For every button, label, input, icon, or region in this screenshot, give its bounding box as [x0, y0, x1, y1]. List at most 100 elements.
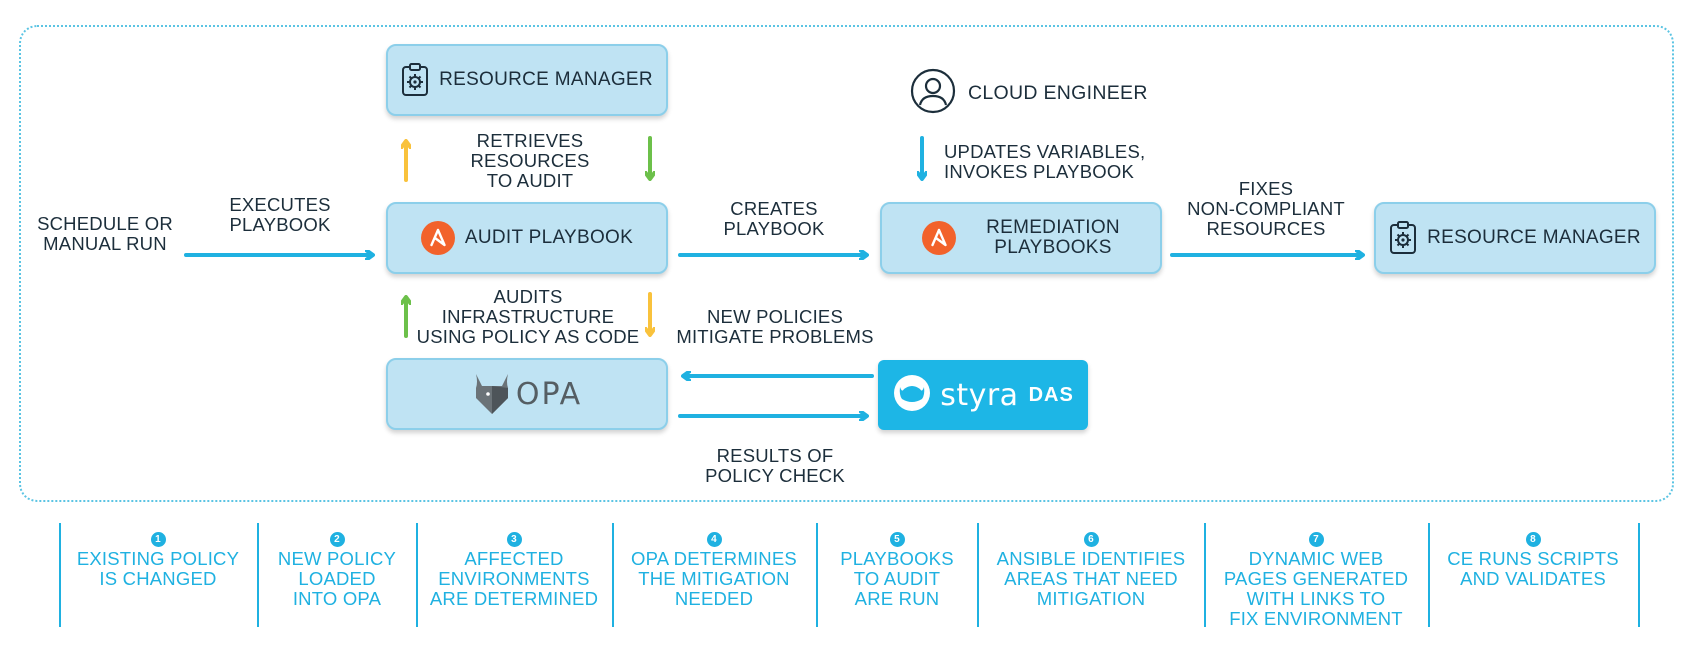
step-separator — [1638, 523, 1640, 627]
label-results: RESULTS OF POLICY CHECK — [680, 446, 870, 486]
clipboard-gear-icon — [1389, 221, 1417, 255]
step-1-line-2: IS CHANGED — [99, 568, 217, 589]
label-schedule-line-2: MANUAL RUN — [43, 233, 167, 254]
resource-manager-right-label: RESOURCE MANAGER — [1427, 227, 1641, 248]
step-separator — [977, 523, 979, 627]
label-schedule: SCHEDULE OR MANUAL RUN — [30, 214, 180, 254]
step-number-badge: 1 — [150, 532, 166, 547]
clipboard-gear-icon — [401, 63, 429, 97]
step-7-line-3: WITH LINKS TO — [1246, 588, 1386, 609]
label-retrieves-line-2: RESOURCES — [470, 150, 590, 171]
label-new-policies-line-2: MITIGATE PROBLEMS — [676, 326, 874, 347]
remediation-line-1: REMEDIATION — [986, 217, 1120, 238]
step-number-badge: 6 — [1083, 532, 1099, 547]
label-fixes-line-3: RESOURCES — [1206, 218, 1326, 239]
styra-wordmark: styra — [940, 377, 1019, 413]
person-icon — [910, 68, 956, 119]
step-6: 6 ANSIBLE IDENTIFIES AREAS THAT NEED MIT… — [981, 526, 1201, 609]
step-5: 5 PLAYBOOKS TO AUDIT ARE RUN — [820, 526, 974, 609]
resource-manager-right-box: RESOURCE MANAGER — [1374, 202, 1656, 274]
step-5-line-1: PLAYBOOKS — [840, 548, 954, 569]
label-creates-line-1: CREATES — [730, 198, 818, 219]
styra-das-box: styra DAS — [878, 360, 1088, 430]
cloud-engineer: CLOUD ENGINEER — [910, 68, 1148, 119]
step-2-line-1: NEW POLICY — [277, 548, 397, 569]
step-separator — [612, 523, 614, 627]
label-executes-line-2: PLAYBOOK — [229, 214, 331, 235]
label-fixes-line-2: NON-COMPLIANT — [1187, 198, 1345, 219]
resource-manager-top-label: RESOURCE MANAGER — [439, 69, 653, 90]
label-results-line-2: POLICY CHECK — [705, 465, 845, 486]
step-separator — [1428, 523, 1430, 627]
audit-playbook-box: AUDIT PLAYBOOK — [386, 202, 668, 274]
step-8-line-2: AND VALIDATES — [1460, 568, 1606, 589]
opa-logo-icon — [472, 372, 512, 416]
step-separator — [1204, 523, 1206, 627]
styra-logo-icon — [892, 373, 932, 418]
step-number-badge: 8 — [1525, 532, 1541, 547]
step-5-line-2: TO AUDIT — [853, 568, 941, 589]
step-1: 1 EXISTING POLICY IS CHANGED — [63, 526, 253, 589]
label-executes-line-1: EXECUTES — [229, 194, 331, 215]
ansible-logo-icon — [922, 221, 957, 255]
step-1-line-1: EXISTING POLICY — [76, 548, 240, 569]
step-8-line-1: CE RUNS SCRIPTS — [1447, 548, 1619, 569]
audit-playbook-label: AUDIT PLAYBOOK — [464, 227, 634, 248]
opa-label: OPA — [515, 376, 583, 412]
step-separator — [416, 523, 418, 627]
step-4-line-3: NEEDED — [674, 588, 754, 609]
label-retrieves-line-3: TO AUDIT — [486, 170, 574, 191]
label-creates-line-2: PLAYBOOK — [723, 218, 825, 239]
step-separator — [59, 523, 61, 627]
step-number-badge: 3 — [506, 532, 522, 547]
step-5-line-3: ARE RUN — [854, 588, 940, 609]
label-retrieves: RETRIEVES RESOURCES TO AUDIT — [440, 131, 620, 191]
remediation-line-2: PLAYBOOKS — [994, 237, 1112, 258]
step-4-line-1: OPA DETERMINES — [631, 548, 797, 569]
label-new-policies: NEW POLICIES MITIGATE PROBLEMS — [670, 307, 880, 347]
step-6-line-2: AREAS THAT NEED — [1004, 568, 1178, 589]
step-number-badge: 7 — [1308, 532, 1324, 547]
step-4-line-2: THE MITIGATION — [638, 568, 790, 589]
step-3-line-1: AFFECTED — [464, 548, 564, 569]
step-3-line-2: ENVIRONMENTS — [438, 568, 590, 589]
label-audits-line-1: AUDITS — [493, 286, 563, 307]
step-4: 4 OPA DETERMINES THE MITIGATION NEEDED — [616, 526, 812, 609]
ansible-logo-icon — [420, 221, 455, 255]
step-3-line-3: ARE DETERMINED — [429, 588, 599, 609]
label-results-line-1: RESULTS OF — [716, 445, 834, 466]
step-2-line-2: LOADED — [298, 568, 376, 589]
label-new-policies-line-1: NEW POLICIES — [706, 306, 844, 327]
diagram-frame — [19, 25, 1674, 502]
label-executes: EXECUTES PLAYBOOK — [200, 195, 360, 235]
label-fixes: FIXES NON-COMPLIANT RESOURCES — [1176, 179, 1356, 239]
step-7-line-1: DYNAMIC WEB — [1248, 548, 1384, 569]
step-6-line-1: ANSIBLE IDENTIFIES — [996, 548, 1186, 569]
label-creates: CREATES PLAYBOOK — [694, 199, 854, 239]
label-audits-line-2: INFRASTRUCTURE — [441, 306, 615, 327]
step-number-badge: 2 — [329, 532, 345, 547]
label-updates: UPDATES VARIABLES, INVOKES PLAYBOOK — [944, 142, 1154, 182]
remediation-playbooks-box: REMEDIATION PLAYBOOKS — [880, 202, 1162, 274]
step-7-line-4: FIX ENVIRONMENT — [1229, 608, 1403, 629]
label-updates-line-1: UPDATES VARIABLES, — [944, 141, 1146, 162]
label-schedule-line-1: SCHEDULE OR — [37, 213, 173, 234]
styra-das-label: DAS — [1028, 383, 1074, 406]
step-2-line-3: INTO OPA — [292, 588, 382, 609]
step-7: 7 DYNAMIC WEB PAGES GENERATED WITH LINKS… — [1208, 526, 1424, 629]
step-8: 8 CE RUNS SCRIPTS AND VALIDATES — [1432, 526, 1634, 589]
opa-box: OPA — [386, 358, 668, 430]
label-updates-line-2: INVOKES PLAYBOOK — [944, 161, 1134, 182]
step-separator — [257, 523, 259, 627]
label-audits-line-3: USING POLICY AS CODE — [416, 326, 640, 347]
label-audits: AUDITS INFRASTRUCTURE USING POLICY AS CO… — [416, 287, 640, 347]
label-fixes-line-1: FIXES — [1238, 178, 1294, 199]
step-7-line-2: PAGES GENERATED — [1223, 568, 1409, 589]
step-6-line-3: MITIGATION — [1036, 588, 1146, 609]
cloud-engineer-label: CLOUD ENGINEER — [968, 82, 1148, 104]
resource-manager-top-box: RESOURCE MANAGER — [386, 44, 668, 116]
remediation-playbooks-label: REMEDIATION PLAYBOOKS — [986, 218, 1120, 258]
label-retrieves-line-1: RETRIEVES — [476, 130, 584, 151]
step-number-badge: 5 — [889, 532, 905, 547]
